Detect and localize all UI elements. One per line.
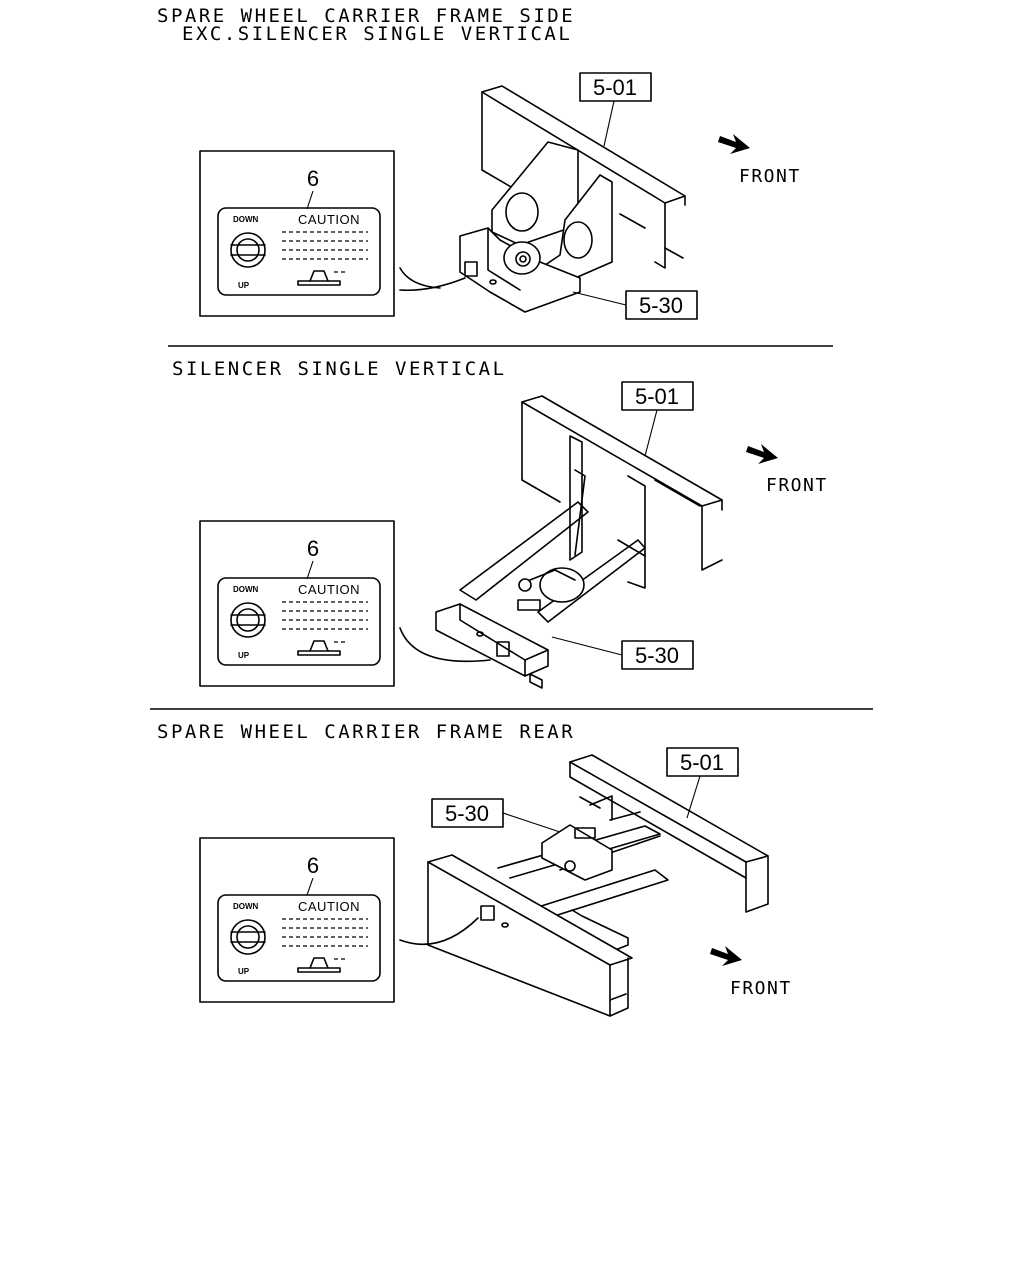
callout-5-01: 5-01 (621, 381, 694, 457)
front-indicator: FRONT (746, 444, 828, 496)
front-arrow-icon (710, 946, 742, 966)
wrench-socket-icon (230, 232, 266, 268)
down-label: DOWN (233, 902, 259, 911)
wrench-socket-icon (230, 919, 266, 955)
callout-5-30: 5-30 (431, 798, 561, 833)
section-title: SPARE WHEEL CARRIER FRAME REAR (157, 721, 575, 743)
part-label: 5-01 (680, 750, 724, 775)
part-number-label: 6 (307, 536, 319, 561)
section-title: SPARE WHEEL CARRIER FRAME SIDE (157, 5, 575, 27)
jack-icon (297, 270, 346, 286)
front-label: FRONT (730, 978, 792, 999)
wrench-socket-icon (230, 602, 266, 638)
up-label: UP (238, 967, 250, 976)
caution-heading: CAUTION (298, 212, 360, 227)
front-label: FRONT (766, 475, 828, 496)
down-label: DOWN (233, 585, 259, 594)
front-arrow-icon (746, 444, 778, 464)
callout-5-01: 5-01 (579, 72, 652, 147)
callout-5-30: 5-30 (551, 636, 694, 670)
caution-heading: CAUTION (298, 582, 360, 597)
section-subtitle: EXC.SILENCER SINGLE VERTICAL (182, 23, 572, 45)
part-number-label: 6 (307, 853, 319, 878)
part-label: 5-30 (639, 293, 683, 318)
down-label: DOWN (233, 215, 259, 224)
part-label: 5-01 (593, 75, 637, 100)
frame-rail-drawing (427, 754, 769, 1017)
frame-rail-drawing (435, 395, 723, 689)
caution-decal-inset: 6 DOWN CAUTION UP (199, 520, 491, 687)
jack-icon (297, 640, 346, 656)
section-silencer-single-vertical: SILENCER SINGLE VERTICAL (172, 358, 828, 689)
part-label: 5-30 (635, 643, 679, 668)
section-frame-side: SPARE WHEEL CARRIER FRAME SIDE EXC.SILEN… (157, 5, 801, 320)
section-title: SILENCER SINGLE VERTICAL (172, 358, 507, 380)
caution-decal-inset: 6 DOWN CAUTION UP (199, 150, 466, 317)
frame-rail-drawing (459, 85, 686, 313)
part-label: 5-30 (445, 801, 489, 826)
front-arrow-icon (718, 134, 750, 154)
callout-5-30: 5-30 (572, 290, 698, 320)
part-label: 5-01 (635, 384, 679, 409)
caution-decal-inset: 6 DOWN CAUTION UP (199, 837, 479, 1003)
front-label: FRONT (739, 166, 801, 187)
part-number-label: 6 (307, 166, 319, 191)
jack-icon (297, 957, 346, 973)
front-indicator: FRONT (718, 134, 801, 187)
section-frame-rear: SPARE WHEEL CARRIER FRAME REAR (157, 721, 792, 1017)
caution-heading: CAUTION (298, 899, 360, 914)
callout-5-01: 5-01 (666, 747, 739, 819)
up-label: UP (238, 281, 250, 290)
up-label: UP (238, 651, 250, 660)
front-indicator: FRONT (710, 946, 792, 999)
